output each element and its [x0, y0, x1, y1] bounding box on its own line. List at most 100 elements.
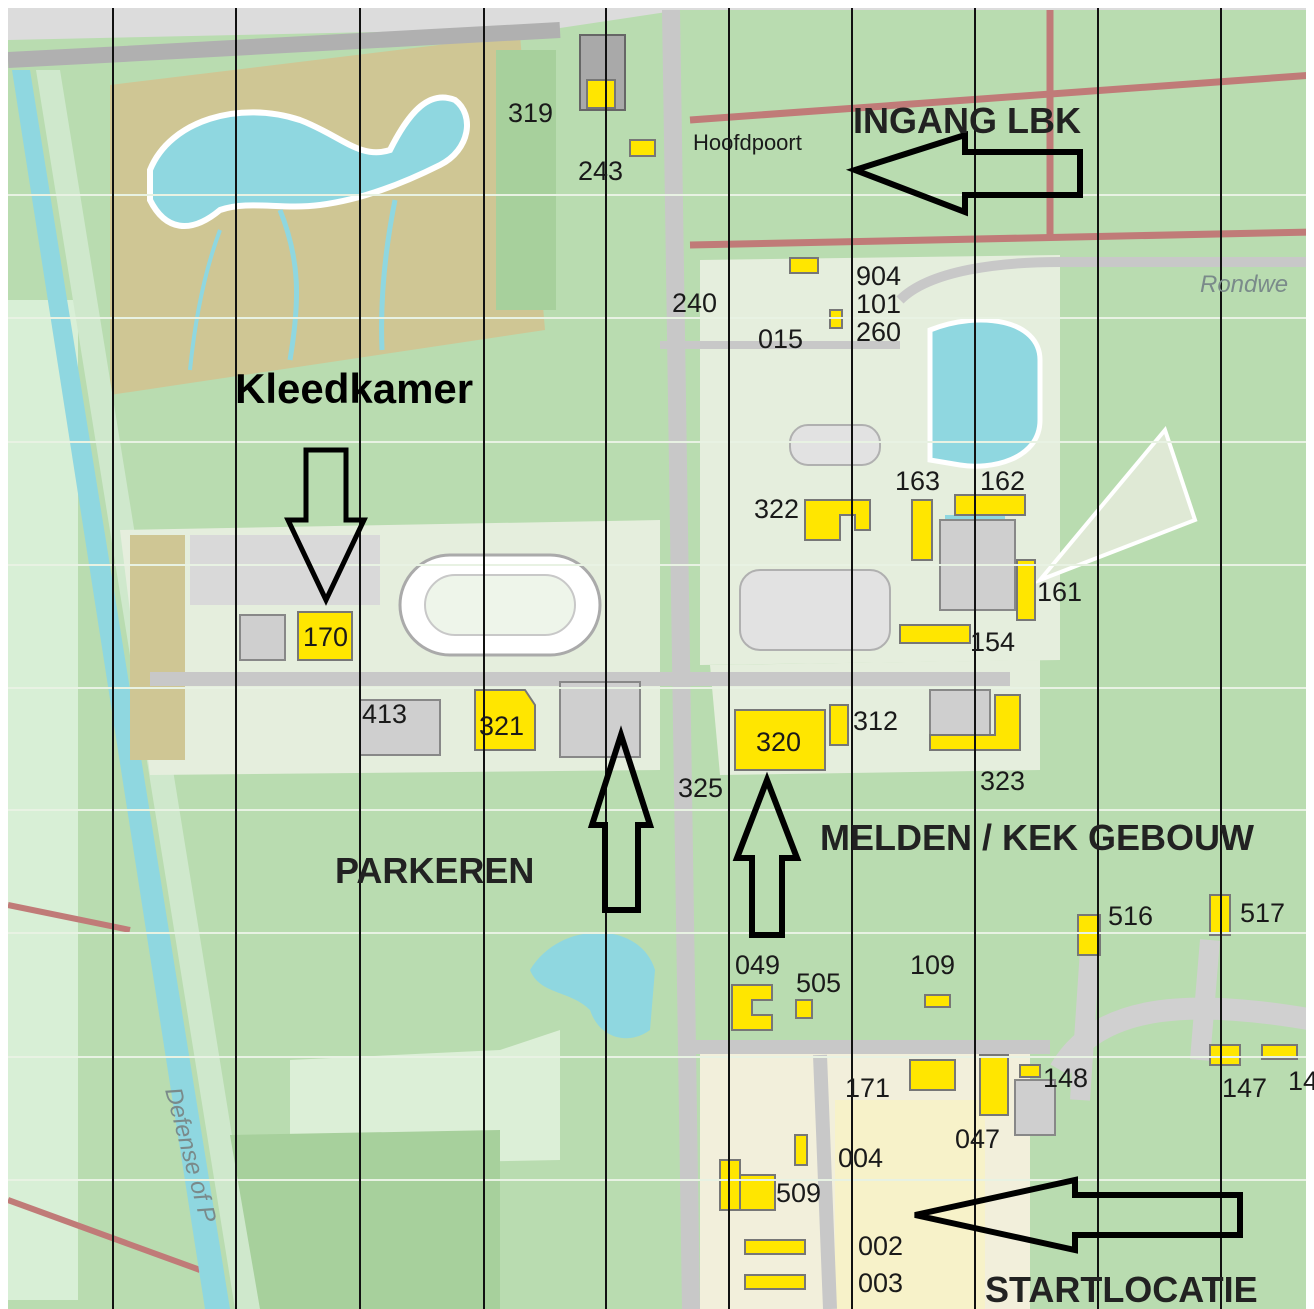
building-413	[359, 699, 441, 756]
field-strip	[496, 50, 556, 310]
label-413: 413	[362, 699, 407, 729]
parking-rows	[739, 569, 891, 651]
building-109	[924, 994, 951, 1008]
start-road	[813, 1054, 837, 1309]
label-kleedkamer: Kleedkamer	[235, 365, 473, 412]
building-147	[1209, 1044, 1241, 1066]
building-163	[911, 499, 933, 561]
athletics-infield	[424, 574, 576, 636]
arrow-up-melden	[732, 771, 802, 938]
horizontal-grid	[8, 194, 1314, 1181]
building-162	[954, 494, 1026, 516]
building-312	[829, 704, 849, 746]
label-154: 154	[970, 627, 1015, 657]
building-grey-center	[559, 681, 641, 758]
stream-3	[188, 229, 222, 371]
top-road-curve	[7, 22, 561, 68]
building-320	[734, 709, 826, 771]
building-004	[794, 1134, 808, 1166]
label-509: 509	[776, 1178, 821, 1208]
triangle-area	[1033, 425, 1198, 585]
building-904	[789, 257, 819, 274]
label-002: 002	[858, 1231, 903, 1261]
building-grey-323	[929, 689, 991, 736]
label-240: 240	[672, 288, 717, 318]
arrow-left-ingang	[845, 130, 1083, 217]
label-049: 049	[735, 950, 780, 980]
building-002	[744, 1239, 806, 1255]
label-517: 517	[1240, 898, 1285, 928]
label-ingang: INGANG LBK	[853, 100, 1081, 141]
building-171	[909, 1059, 956, 1091]
frame-top	[0, 0, 1314, 8]
building-003	[744, 1274, 806, 1290]
top-road	[8, 0, 1314, 40]
road-517	[1190, 939, 1220, 1061]
label-147: 147	[1222, 1073, 1267, 1103]
building-14x	[1261, 1044, 1298, 1060]
arrow-down-kleedkamer	[284, 447, 368, 606]
red-road-mid	[689, 228, 1314, 249]
building-154	[899, 624, 971, 644]
building-047	[979, 1054, 1009, 1116]
label-162: 162	[980, 466, 1025, 496]
dark-field-south	[230, 1130, 500, 1309]
building-grey-148	[1014, 1079, 1056, 1136]
south-road	[690, 1040, 1050, 1054]
label-322: 322	[754, 494, 799, 524]
arrow-up-parkeren	[587, 725, 655, 913]
top-pond	[147, 94, 470, 229]
stream-2	[379, 199, 398, 351]
building-grey-170	[239, 614, 286, 661]
building-148	[1019, 1064, 1041, 1078]
red-road-left	[7, 902, 131, 933]
building-243	[629, 139, 656, 157]
east-pond	[927, 317, 1043, 469]
label-171: 171	[845, 1073, 890, 1103]
label-14x: 14	[1288, 1066, 1314, 1096]
label-109: 109	[910, 950, 955, 980]
label-320: 320	[756, 727, 801, 757]
parking-north	[789, 424, 881, 466]
label-004: 004	[838, 1143, 883, 1173]
label-260: 260	[856, 317, 901, 347]
arrow-left-start	[914, 1176, 1243, 1254]
red-road-left2	[6, 1197, 202, 1273]
red-road-top	[689, 71, 1314, 124]
label-505: 505	[796, 968, 841, 998]
label-startlocatie: STARTLOCATIE	[985, 1269, 1258, 1309]
building-322	[804, 499, 871, 541]
building-170	[297, 611, 353, 661]
label-312: 312	[853, 706, 898, 736]
label-321: 321	[479, 711, 524, 741]
label-148: 148	[1043, 1063, 1088, 1093]
label-hoofdpoort: Hoofdpoort	[693, 130, 802, 155]
label-161: 161	[1037, 577, 1082, 607]
left-pale-field	[8, 300, 78, 1300]
vertical-grid	[112, 8, 1222, 1309]
east-west-road	[150, 672, 1010, 686]
sand-west	[130, 535, 185, 760]
label-melden: MELDEN / KEK GEBOUW	[820, 817, 1254, 858]
label-rondweg: Rondwe	[1200, 271, 1288, 298]
frame-right	[1306, 0, 1314, 1309]
label-003: 003	[858, 1268, 903, 1298]
label-319: 319	[508, 98, 553, 128]
building-161	[1016, 559, 1036, 621]
road-516	[1070, 949, 1100, 1101]
label-047: 047	[955, 1124, 1000, 1154]
label-516: 516	[1108, 901, 1153, 931]
parking-170	[190, 535, 380, 605]
south-pond	[530, 932, 655, 1039]
building-323	[929, 694, 1021, 751]
building-516	[1077, 914, 1101, 956]
label-170: 170	[303, 622, 348, 652]
building-319	[586, 79, 616, 109]
left-canal	[12, 70, 230, 1309]
frame-left	[0, 0, 8, 1309]
label-243: 243	[578, 156, 623, 186]
building-numbers: 319 243 904 101 260 240 015 163 162 322 …	[303, 98, 1314, 1298]
label-904: 904	[856, 261, 901, 291]
